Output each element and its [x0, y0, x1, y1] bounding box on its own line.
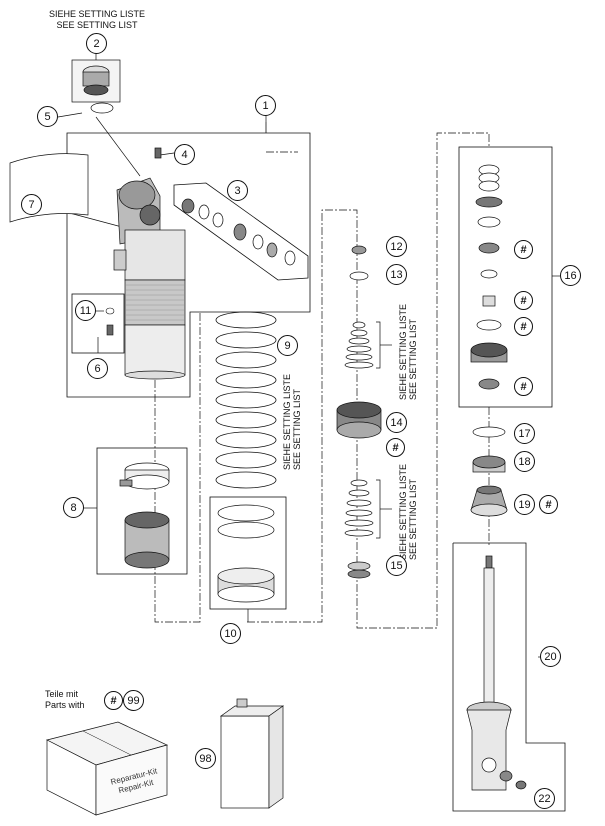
- spring-setting-label-en: SEE SETTING LIST: [292, 388, 302, 470]
- part-10-spring-retainer: [217, 504, 275, 603]
- callout-4: 4: [174, 144, 195, 165]
- part-7-protection-sleeve: [9, 153, 89, 223]
- repair-kit-box: [46, 721, 168, 816]
- hash-marker-16b: #: [514, 291, 533, 310]
- callout-7: 7: [21, 194, 42, 215]
- callout-3: 3: [227, 180, 248, 201]
- callout-12: 12: [386, 236, 407, 257]
- callout-16: 16: [560, 265, 581, 286]
- callout-1: 1: [255, 95, 276, 116]
- part-9-spring: [215, 311, 277, 489]
- callout-17: 17: [514, 423, 535, 444]
- hash-marker-19: #: [539, 495, 558, 514]
- legend-line2: Parts with: [45, 700, 85, 710]
- callout-2: 2: [86, 33, 107, 54]
- callout-15: 15: [386, 555, 407, 576]
- part-20-piston-rod: [466, 555, 527, 791]
- callout-22: 22: [534, 788, 555, 809]
- callout-98: 98: [195, 748, 216, 769]
- callout-9: 9: [277, 335, 298, 356]
- callout-11: 11: [75, 300, 96, 321]
- hash-marker-16d: #: [514, 377, 533, 396]
- part-2-reservoir-cap: [71, 59, 121, 114]
- callout-13: 13: [386, 264, 407, 285]
- callout-20: 20: [540, 646, 561, 667]
- hash-marker-legend: #: [104, 691, 123, 710]
- callout-99: 99: [123, 690, 144, 711]
- callout-18: 18: [514, 451, 535, 472]
- shims-lower-label-en: SEE SETTING LIST: [408, 478, 418, 560]
- part-98-oil-can: [219, 698, 285, 809]
- callout-14: 14: [386, 412, 407, 433]
- frame-20: [452, 542, 566, 812]
- callout-19: 19: [514, 494, 535, 515]
- hash-marker-16a: #: [514, 240, 533, 259]
- callout-10: 10: [220, 623, 241, 644]
- frame-8: [96, 447, 188, 575]
- part-3-seal-set: [181, 198, 296, 266]
- part-1-shock-body: [113, 147, 186, 380]
- callout-8: 8: [63, 497, 84, 518]
- hash-marker-14: #: [386, 438, 405, 457]
- hash-marker-16c: #: [514, 317, 533, 336]
- legend-line1: Teile mit: [45, 689, 79, 699]
- frame-1: [66, 122, 311, 398]
- part-8-preload-adjuster: [119, 462, 170, 569]
- callout-5: 5: [37, 106, 58, 127]
- shims-upper-label-en: SEE SETTING LIST: [408, 318, 418, 400]
- frame-3: [173, 182, 309, 281]
- header-setting-de: SIEHE SETTING LISTE: [48, 9, 146, 19]
- header-setting-en: SEE SETTING LIST: [56, 20, 138, 30]
- part-12-15-piston-stack: [336, 245, 382, 579]
- frame-16: [458, 146, 553, 408]
- part-16-19-compression-stack: [470, 164, 508, 517]
- callout-6: 6: [87, 358, 108, 379]
